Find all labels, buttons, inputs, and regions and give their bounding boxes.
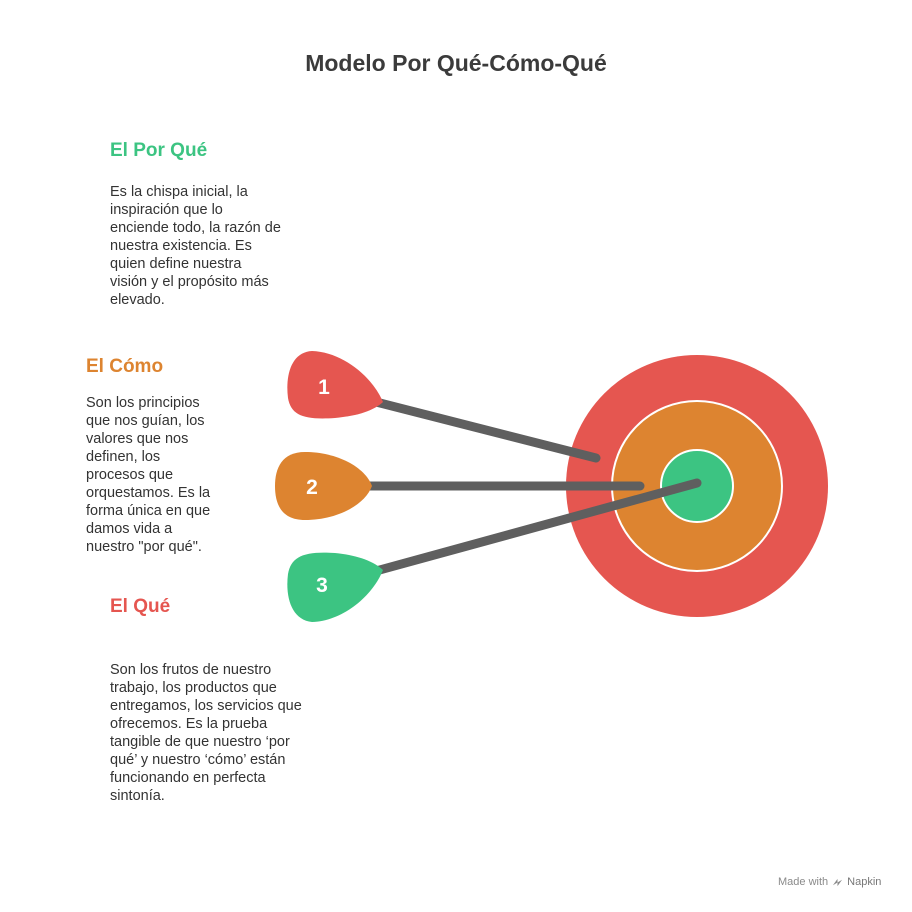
why-line: inspiración que lo	[110, 202, 223, 218]
why-line: visión y el propósito más	[110, 274, 269, 290]
how-line: damos vida a	[86, 521, 173, 537]
why-line: enciende todo, la razón de	[110, 220, 281, 236]
how-line: forma única en que	[86, 503, 211, 519]
what-line: ofrecemos. Es la prueba	[110, 716, 268, 732]
how-line: procesos que	[86, 467, 174, 483]
napkin-brand-text: Napkin	[847, 876, 882, 888]
dart-3-shaft	[371, 478, 702, 576]
what-description: Son los frutos de nuestro trabajo, los p…	[110, 661, 330, 805]
what-line: funcionando en perfecta	[110, 770, 266, 786]
dart-3-head	[287, 552, 383, 622]
why-line: elevado.	[110, 292, 165, 308]
why-description: Es la chispa inicial, la inspiración que…	[110, 183, 310, 309]
how-heading: El Cómo	[86, 356, 164, 377]
what-line: Son los frutos de nuestro	[110, 662, 272, 678]
dart-1-label: 1	[318, 376, 330, 399]
how-line: orquestamos. Es la	[86, 485, 211, 501]
how-line: valores que nos	[86, 431, 189, 447]
why-line: quien define nuestra	[110, 256, 242, 272]
what-line: trabajo, los productos que	[110, 680, 277, 696]
how-description: Son los principios que nos guían, los va…	[86, 394, 236, 556]
how-line: definen, los	[86, 449, 161, 465]
dart-2-head	[275, 452, 372, 520]
dart-3: 3	[287, 478, 702, 622]
how-line: nuestro "por qué".	[86, 539, 202, 555]
dart-2-label: 2	[306, 476, 318, 499]
dart-1-shaft	[371, 397, 601, 463]
dart-1: 1	[287, 351, 601, 463]
what-line: entregamos, los servicios que	[110, 698, 302, 714]
what-line: qué’ y nuestro ‘cómo’ están	[110, 752, 286, 768]
what-line: tangible de que nuestro ‘por	[110, 734, 290, 750]
dart-3-label: 3	[316, 574, 328, 597]
napkin-logo-icon	[833, 878, 843, 886]
made-with-napkin-footer[interactable]: Made with Napkin	[778, 876, 881, 888]
why-heading: El Por Qué	[110, 140, 208, 161]
how-line: Son los principios	[86, 395, 200, 411]
what-heading: El Qué	[110, 596, 171, 617]
page-title: Modelo Por Qué-Cómo-Qué	[305, 50, 607, 76]
what-line: sintonía.	[110, 788, 165, 804]
how-line: que nos guían, los	[86, 413, 205, 429]
dart-2: 2	[275, 452, 645, 520]
why-line: Es la chispa inicial, la	[110, 184, 248, 200]
made-with-text: Made with	[778, 876, 829, 888]
dart-1-head	[287, 351, 383, 419]
why-line: nuestra existencia. Es	[110, 238, 252, 254]
